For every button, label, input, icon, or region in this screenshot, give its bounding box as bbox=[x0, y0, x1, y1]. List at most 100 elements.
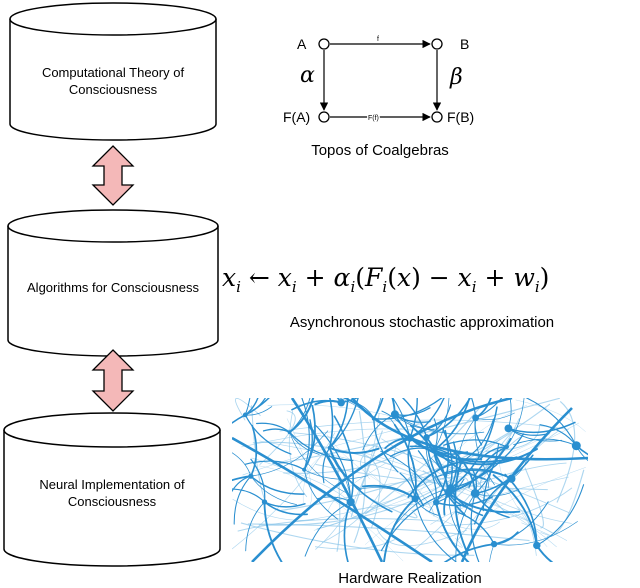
level-label-line: Consciousness bbox=[68, 82, 158, 97]
neuron-dendrite bbox=[535, 544, 554, 562]
neuron-dendrite bbox=[250, 475, 297, 505]
neuron-dendrite bbox=[388, 416, 417, 500]
neuron-dendrite bbox=[373, 398, 384, 420]
neuron-dendrite bbox=[447, 491, 521, 514]
neuron-dendrite bbox=[456, 417, 476, 488]
neuron-dendrite bbox=[391, 398, 396, 416]
neuron-fiber bbox=[437, 530, 463, 548]
neuron-dendrite bbox=[493, 501, 549, 545]
neuron-fiber bbox=[252, 441, 432, 482]
neuron-dendrite bbox=[492, 474, 538, 547]
neuron-soma bbox=[504, 444, 510, 450]
neuron-fiber bbox=[556, 400, 576, 503]
neuron-dendrite bbox=[328, 398, 334, 449]
neuron-dendrite bbox=[333, 415, 354, 503]
neuron-soma bbox=[390, 410, 399, 419]
equation-caption: Asynchronous stochastic approximation bbox=[289, 314, 555, 331]
neuron-dendrite bbox=[392, 398, 411, 439]
neuron-dendrite bbox=[489, 543, 495, 562]
neuron-dendrite bbox=[244, 398, 270, 416]
neuron-soma bbox=[371, 416, 376, 421]
node-B-label: B bbox=[460, 36, 469, 52]
cylinder-algorithms bbox=[7, 209, 219, 357]
neuron-dendrite bbox=[507, 421, 576, 434]
neuron-dendrite bbox=[474, 417, 495, 486]
neuron-fiber bbox=[315, 412, 380, 550]
neuron-dendrite bbox=[525, 398, 577, 447]
neuron-dendrite bbox=[373, 417, 399, 473]
level-label-computational-theory: Computational Theory of Consciousness bbox=[10, 64, 216, 98]
neuron-dendrite bbox=[373, 398, 443, 420]
double-arrow-theory-algorithms bbox=[91, 145, 135, 206]
neuron-soma bbox=[571, 441, 581, 451]
neuron-soma bbox=[242, 412, 248, 418]
neuron-soma bbox=[346, 497, 355, 507]
neuron-dendrite bbox=[407, 437, 425, 507]
neuron-soma bbox=[472, 414, 479, 422]
neuron-dendrite bbox=[536, 484, 585, 546]
neuron-dendrite bbox=[373, 398, 382, 419]
neuron-dendrite bbox=[389, 447, 435, 457]
neuron-dendrite bbox=[449, 406, 498, 490]
neuron-dendrite bbox=[336, 398, 342, 404]
level-label-algorithms: Algorithms for Consciousness bbox=[8, 279, 218, 296]
level-label-line: Algorithms for Consciousness bbox=[27, 280, 199, 295]
neuron-soma bbox=[444, 489, 453, 497]
neuron-axon bbox=[460, 407, 573, 562]
neuron-soma bbox=[470, 489, 480, 498]
neuron-dendrite bbox=[474, 443, 500, 494]
neuron-dendrite bbox=[340, 398, 359, 404]
neuron-dendrite bbox=[507, 398, 512, 429]
neuron-soma bbox=[507, 474, 516, 483]
node-FB-circle bbox=[431, 111, 443, 123]
neuron-dendrite bbox=[433, 398, 450, 451]
neuron-dendrite bbox=[470, 492, 480, 562]
neuron-soma bbox=[433, 499, 440, 506]
neuron-dendrite bbox=[380, 492, 449, 552]
neuron-dendrite bbox=[433, 448, 518, 463]
equation-render: xi ← xi + αi(Fi(x) − xi + wi) bbox=[222, 263, 550, 296]
neuron-dendrite bbox=[303, 469, 339, 520]
neuron-fiber bbox=[232, 498, 315, 521]
neuron-dendrite bbox=[263, 501, 283, 562]
node-FB-label: F(B) bbox=[447, 109, 474, 125]
neuron-soma bbox=[302, 467, 307, 472]
stochastic-approximation-equation: xi ← xi + αi(Fi(x) − xi + wi) bbox=[222, 263, 549, 296]
node-FA-circle bbox=[318, 111, 330, 123]
node-FA-label: F(A) bbox=[283, 109, 310, 125]
neuron-dendrite bbox=[434, 469, 512, 480]
neuron-axon bbox=[251, 398, 513, 562]
neuron-axon bbox=[290, 398, 384, 562]
neuron-fiber bbox=[524, 467, 544, 529]
neuron-dendrite bbox=[303, 405, 316, 471]
neuron-soma bbox=[533, 541, 541, 550]
neuron-axon bbox=[232, 436, 433, 562]
level-label-neural-implementation: Neural Implementation of Consciousness bbox=[4, 476, 220, 510]
neuron-fiber bbox=[259, 410, 296, 466]
neuron-soma bbox=[458, 459, 464, 465]
neuron-soma bbox=[490, 540, 498, 548]
neuron-dendrite bbox=[232, 452, 252, 477]
neuron-dendrite bbox=[455, 492, 476, 562]
neuron-dendrite bbox=[322, 447, 331, 484]
neuron-soma bbox=[406, 434, 414, 442]
hardware-caption: Hardware Realization bbox=[338, 570, 482, 587]
neuron-dendrite bbox=[289, 431, 347, 494]
neuron-dendrite bbox=[233, 475, 252, 525]
neuron-dendrite bbox=[288, 431, 354, 462]
node-A-circle bbox=[318, 38, 330, 50]
neuron-fiber bbox=[515, 399, 586, 432]
neuron-dendrite bbox=[262, 428, 291, 433]
neuron-fiber bbox=[288, 410, 308, 498]
neuron-dendrite bbox=[301, 398, 310, 471]
neuron-soma bbox=[431, 446, 438, 454]
neuron-fiber bbox=[237, 518, 443, 532]
neuron-dendrite bbox=[244, 414, 292, 455]
neuron-dendrite bbox=[328, 447, 362, 490]
neuron-soma bbox=[411, 495, 419, 503]
neuron-dendrite bbox=[328, 398, 349, 449]
neuron-dendrite bbox=[232, 488, 266, 503]
neuron-dendrite bbox=[425, 436, 486, 481]
neuron-network-image bbox=[232, 398, 588, 562]
neuron-dendrite bbox=[425, 436, 441, 487]
